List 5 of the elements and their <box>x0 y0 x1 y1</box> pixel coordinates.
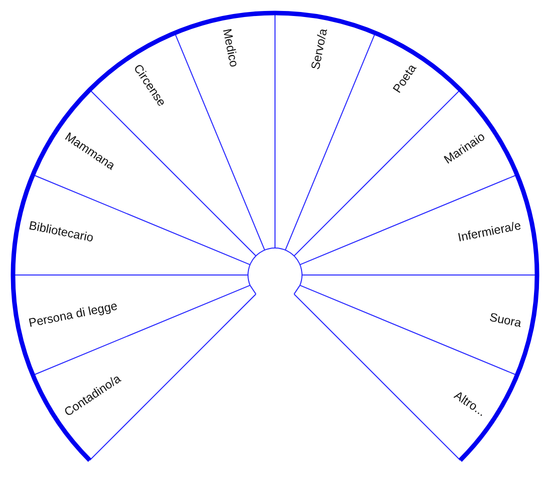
sector-label: Infermiera/e <box>457 219 523 246</box>
sector-label: Servo/a <box>309 27 331 71</box>
sector-label: Medico <box>219 27 240 68</box>
sector-label: Persona di legge <box>27 300 118 331</box>
sector-label: Suora <box>488 310 523 331</box>
